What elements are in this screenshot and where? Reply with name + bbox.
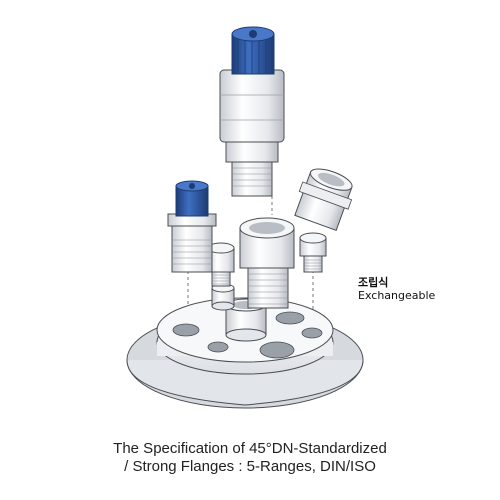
caption-line-2: / Strong Flanges : 5-Ranges, DIN/ISO	[124, 458, 376, 475]
specification-caption: The Specification of 45°DN-Standardized …	[0, 440, 500, 476]
flange-base	[126, 297, 364, 409]
caption-line-1: The Specification of 45°DN-Standardized	[113, 440, 387, 457]
center-adapter	[239, 217, 295, 309]
angled-sleeve	[294, 168, 353, 232]
exchangeable-label-english: Exchangeable	[358, 289, 436, 303]
left-cap-connector	[167, 180, 217, 273]
threaded-adapter-small	[211, 283, 235, 311]
right-nut	[299, 232, 327, 273]
exchangeable-label-korean: 조립식	[358, 276, 389, 289]
top-cap-connector	[219, 26, 285, 197]
exchangeable-label: 조립식 Exchangeable	[358, 276, 435, 302]
